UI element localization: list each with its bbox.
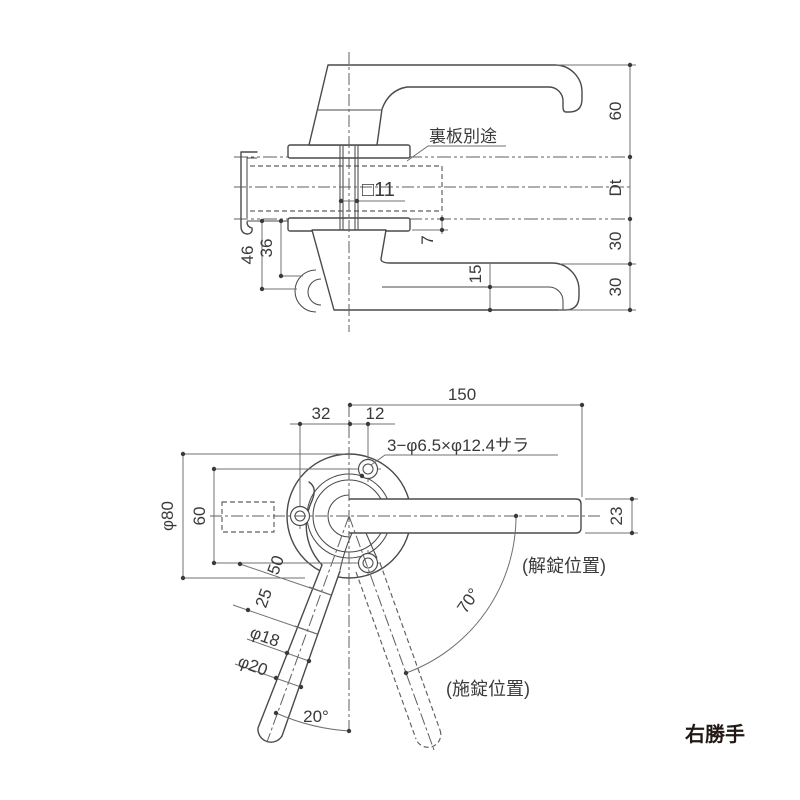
backplate-note-label: 裏板別途 bbox=[429, 126, 497, 146]
lock-position-label: (施錠位置) bbox=[446, 679, 530, 699]
screw-note-label: 3−φ6.5×φ12.4サラ bbox=[387, 436, 529, 455]
dim-50-25-group: 50 25 bbox=[232, 553, 332, 635]
lever-locked-position bbox=[355, 562, 442, 748]
rest-lever-axis-centerline bbox=[266, 515, 350, 743]
dim-dia80-group: φ80 bbox=[158, 451, 345, 581]
backplate-note: 裏板別途 bbox=[406, 126, 506, 162]
dim-46: 46 bbox=[238, 246, 257, 265]
dim-150-group: 150 bbox=[347, 385, 585, 497]
spindle-size-callout: □11 bbox=[338, 179, 405, 204]
inside-lever-profile bbox=[294, 229, 580, 313]
door-edge-plate bbox=[240, 151, 292, 235]
dim-15-group: 15 bbox=[466, 263, 493, 313]
dim-32: 32 bbox=[312, 404, 331, 423]
screw-hole-bottom bbox=[355, 550, 381, 576]
dim-30-upper: 30 bbox=[606, 232, 625, 251]
dim-angle20-group: 20° bbox=[273, 707, 352, 734]
top-view-right-dimension-chain: 60 Dt 30 30 bbox=[556, 62, 636, 313]
dim-60-front-group: 60 bbox=[190, 466, 357, 566]
top-view-section: 裏板別途 □11 60 Dt 30 30 bbox=[234, 52, 636, 332]
dim-7: 7 bbox=[418, 235, 437, 244]
dim-36-group: 36 bbox=[257, 218, 303, 279]
dim-angle20: 20° bbox=[303, 707, 329, 726]
inside-lever-boss-outer-arc bbox=[294, 269, 317, 313]
inside-lever-boss-inner-arc bbox=[307, 278, 322, 306]
unlock-position-label: (解錠位置) bbox=[522, 556, 606, 576]
dim-door-thickness: Dt bbox=[606, 179, 625, 196]
front-view: 150 32 12 3−φ6.5×φ12.4サラ φ80 bbox=[158, 385, 638, 751]
dim-12: 12 bbox=[366, 404, 385, 423]
dim-36: 36 bbox=[257, 239, 276, 258]
hidden-spindle-stub bbox=[221, 501, 275, 533]
dim-32-12-group: 32 12 bbox=[290, 404, 395, 504]
dim-15: 15 bbox=[466, 265, 485, 284]
dim-23: 23 bbox=[607, 507, 626, 526]
square-spindle bbox=[339, 146, 359, 230]
dim-60-top: 60 bbox=[606, 102, 625, 121]
dim-7-group: 7 bbox=[412, 215, 448, 245]
handing-label: 右勝手 bbox=[685, 722, 745, 746]
dim-dia80: φ80 bbox=[158, 501, 177, 531]
spindle-size-label: □11 bbox=[362, 179, 395, 201]
dim-46-group: 46 bbox=[238, 218, 297, 292]
screw-note-group: 3−φ6.5×φ12.4サラ bbox=[359, 436, 558, 479]
dim-30-lower: 30 bbox=[606, 278, 625, 297]
hub-arc bbox=[327, 494, 350, 538]
dim-23-group: 23 bbox=[585, 496, 638, 536]
dim-150: 150 bbox=[448, 385, 476, 404]
dim-60-front: 60 bbox=[190, 507, 209, 526]
hidden-lock-body bbox=[250, 165, 443, 212]
